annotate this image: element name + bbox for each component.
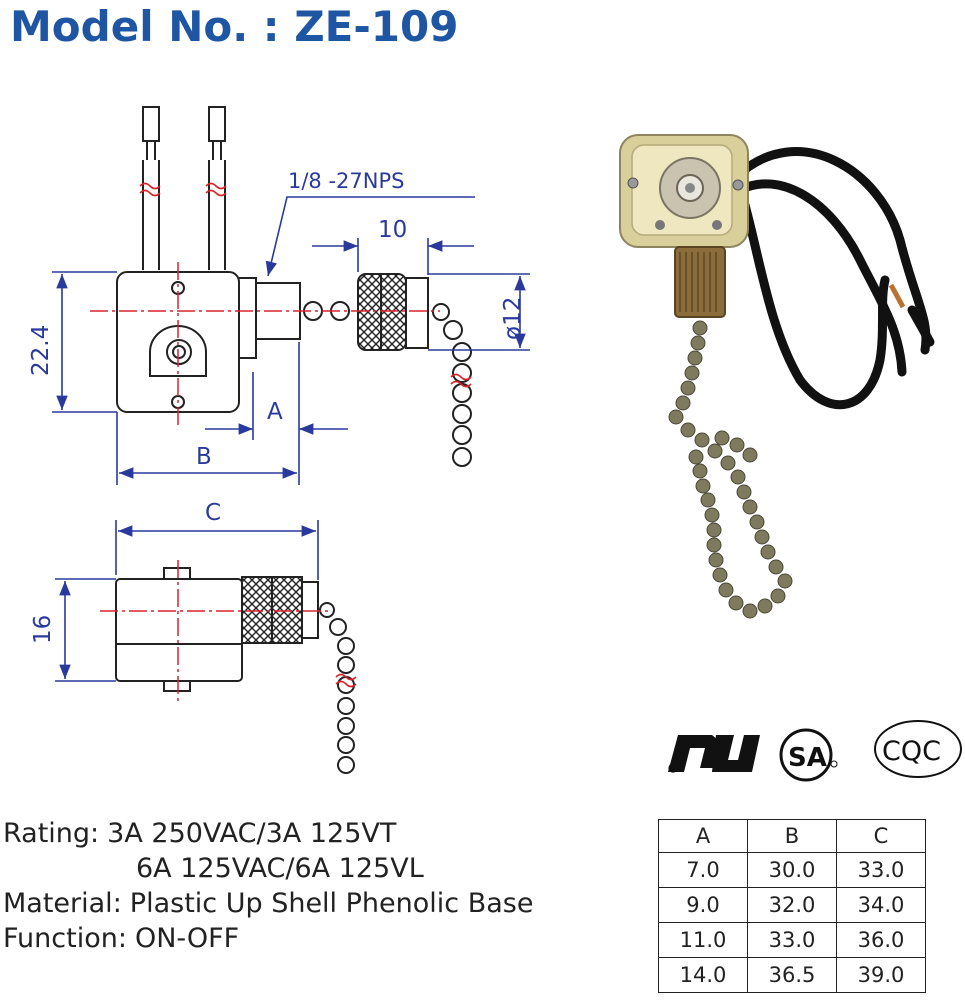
dim-10-label: 10 [378,217,407,243]
dimension-table: A B C 7.0 30.0 33.0 9.0 32.0 34.0 11.0 3… [658,819,926,993]
dimensions-top [52,196,530,485]
dim-phi12-label: ø12 [500,297,526,340]
top-view [116,106,472,467]
product-photo [619,134,935,619]
table-row: 14.0 36.5 39.0 [658,957,926,993]
dimensions-side [55,520,319,682]
svg-text:R: R [670,766,674,773]
specs-block: Rating: 3A 250VAC/3A 125VT 6A 125VAC/6A … [3,816,533,956]
cqc-label: CQC [882,736,941,767]
material-row: Material: Plastic Up Shell Phenolic Base [3,886,533,921]
table-header-row: A B C [658,819,926,853]
rating-row-2: 6A 125VAC/6A 125VL [3,851,533,886]
cell-b: 30.0 [747,852,837,888]
dim-22-4-label: 22.4 [28,325,54,376]
dim-a-label: A [267,399,283,425]
ur-mark-icon: R [668,735,760,773]
header-a: A [658,819,748,853]
cell-c: 33.0 [836,852,926,888]
function-label: Function: [3,923,127,954]
cell-c: 34.0 [836,887,926,923]
function-value: ON-OFF [134,923,240,954]
rating-row: Rating: 3A 250VAC/3A 125VT [3,816,533,851]
cell-a: 11.0 [658,922,748,958]
material-value: Plastic Up Shell Phenolic Base [129,888,534,919]
cell-a: 7.0 [658,852,748,888]
cell-b: 33.0 [747,922,837,958]
dim-16-label: 16 [30,615,56,644]
table-row: 11.0 33.0 36.0 [658,922,926,958]
material-label: Material: [3,888,122,919]
rating-line2: 6A 125VAC/6A 125VL [136,853,424,884]
cell-b: 32.0 [747,887,837,923]
cell-a: 9.0 [658,887,748,923]
cell-a: 14.0 [658,957,748,993]
center-lines-top [90,262,440,425]
dim-c-label: C [205,500,221,526]
center-lines-side [100,560,330,702]
cell-c: 36.0 [836,922,926,958]
header-c: C [836,819,926,853]
function-row: Function: ON-OFF [3,921,533,956]
rating-label: Rating: [3,818,100,849]
technical-drawing: 1/8 -27NPS 10 22.4 ø12 A B C 16 [28,106,962,782]
thread-label: 1/8 -27NPS [288,169,404,193]
csa-mark-icon: SA [779,728,838,782]
dim-b-label: B [196,444,212,470]
model-title: Model No. : ZE-109 [10,2,459,51]
cell-c: 39.0 [836,957,926,993]
cqc-mark: CQC [874,720,962,778]
svg-text:SA: SA [788,743,827,773]
header-b: B [747,819,837,853]
cell-b: 36.5 [747,957,837,993]
table-row: 9.0 32.0 34.0 [658,887,926,923]
side-view [115,567,357,774]
table-row: 7.0 30.0 33.0 [658,852,926,888]
rating-line1: 3A 250VAC/3A 125VT [107,818,397,849]
